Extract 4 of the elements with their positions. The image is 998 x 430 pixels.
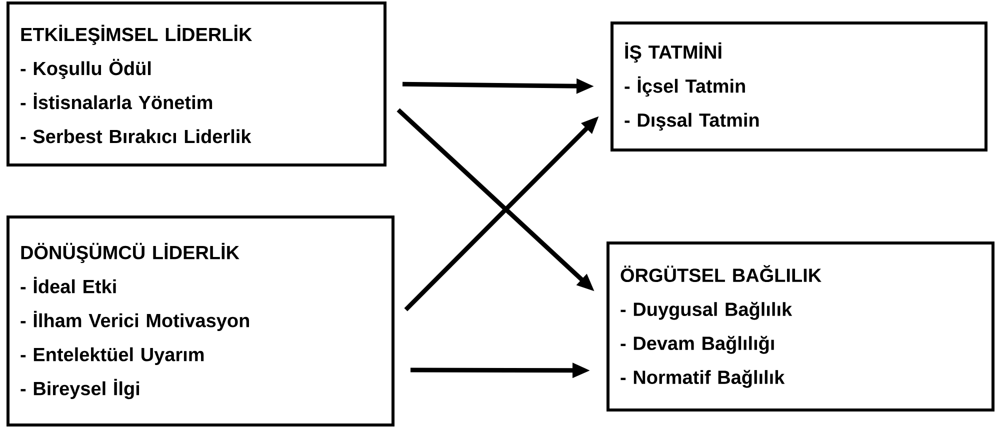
text-box: ÖRGÜTSEL BAĞLILIK - Duygusal Bağlılık - Devam Bağlılığı - Normatif Bağlılık (606, 241, 994, 412)
text-box: İŞ TATMİNİ - İçsel Tatmin - Dışsal Tatmin (610, 22, 988, 152)
text-box: ETKİLEŞİMSEL LİDERLİK - Koşullu Ödül - İstisnalarla Yönetim - Serbest Bırakıcı Liderlik (6, 2, 386, 166)
text-box: DÖNÜŞÜMCÜ LİDERLİK - İdeal Etki - İlham Verici Motivasyon - Entelektüel Uyarım - Bireysel İlgi (6, 216, 394, 426)
